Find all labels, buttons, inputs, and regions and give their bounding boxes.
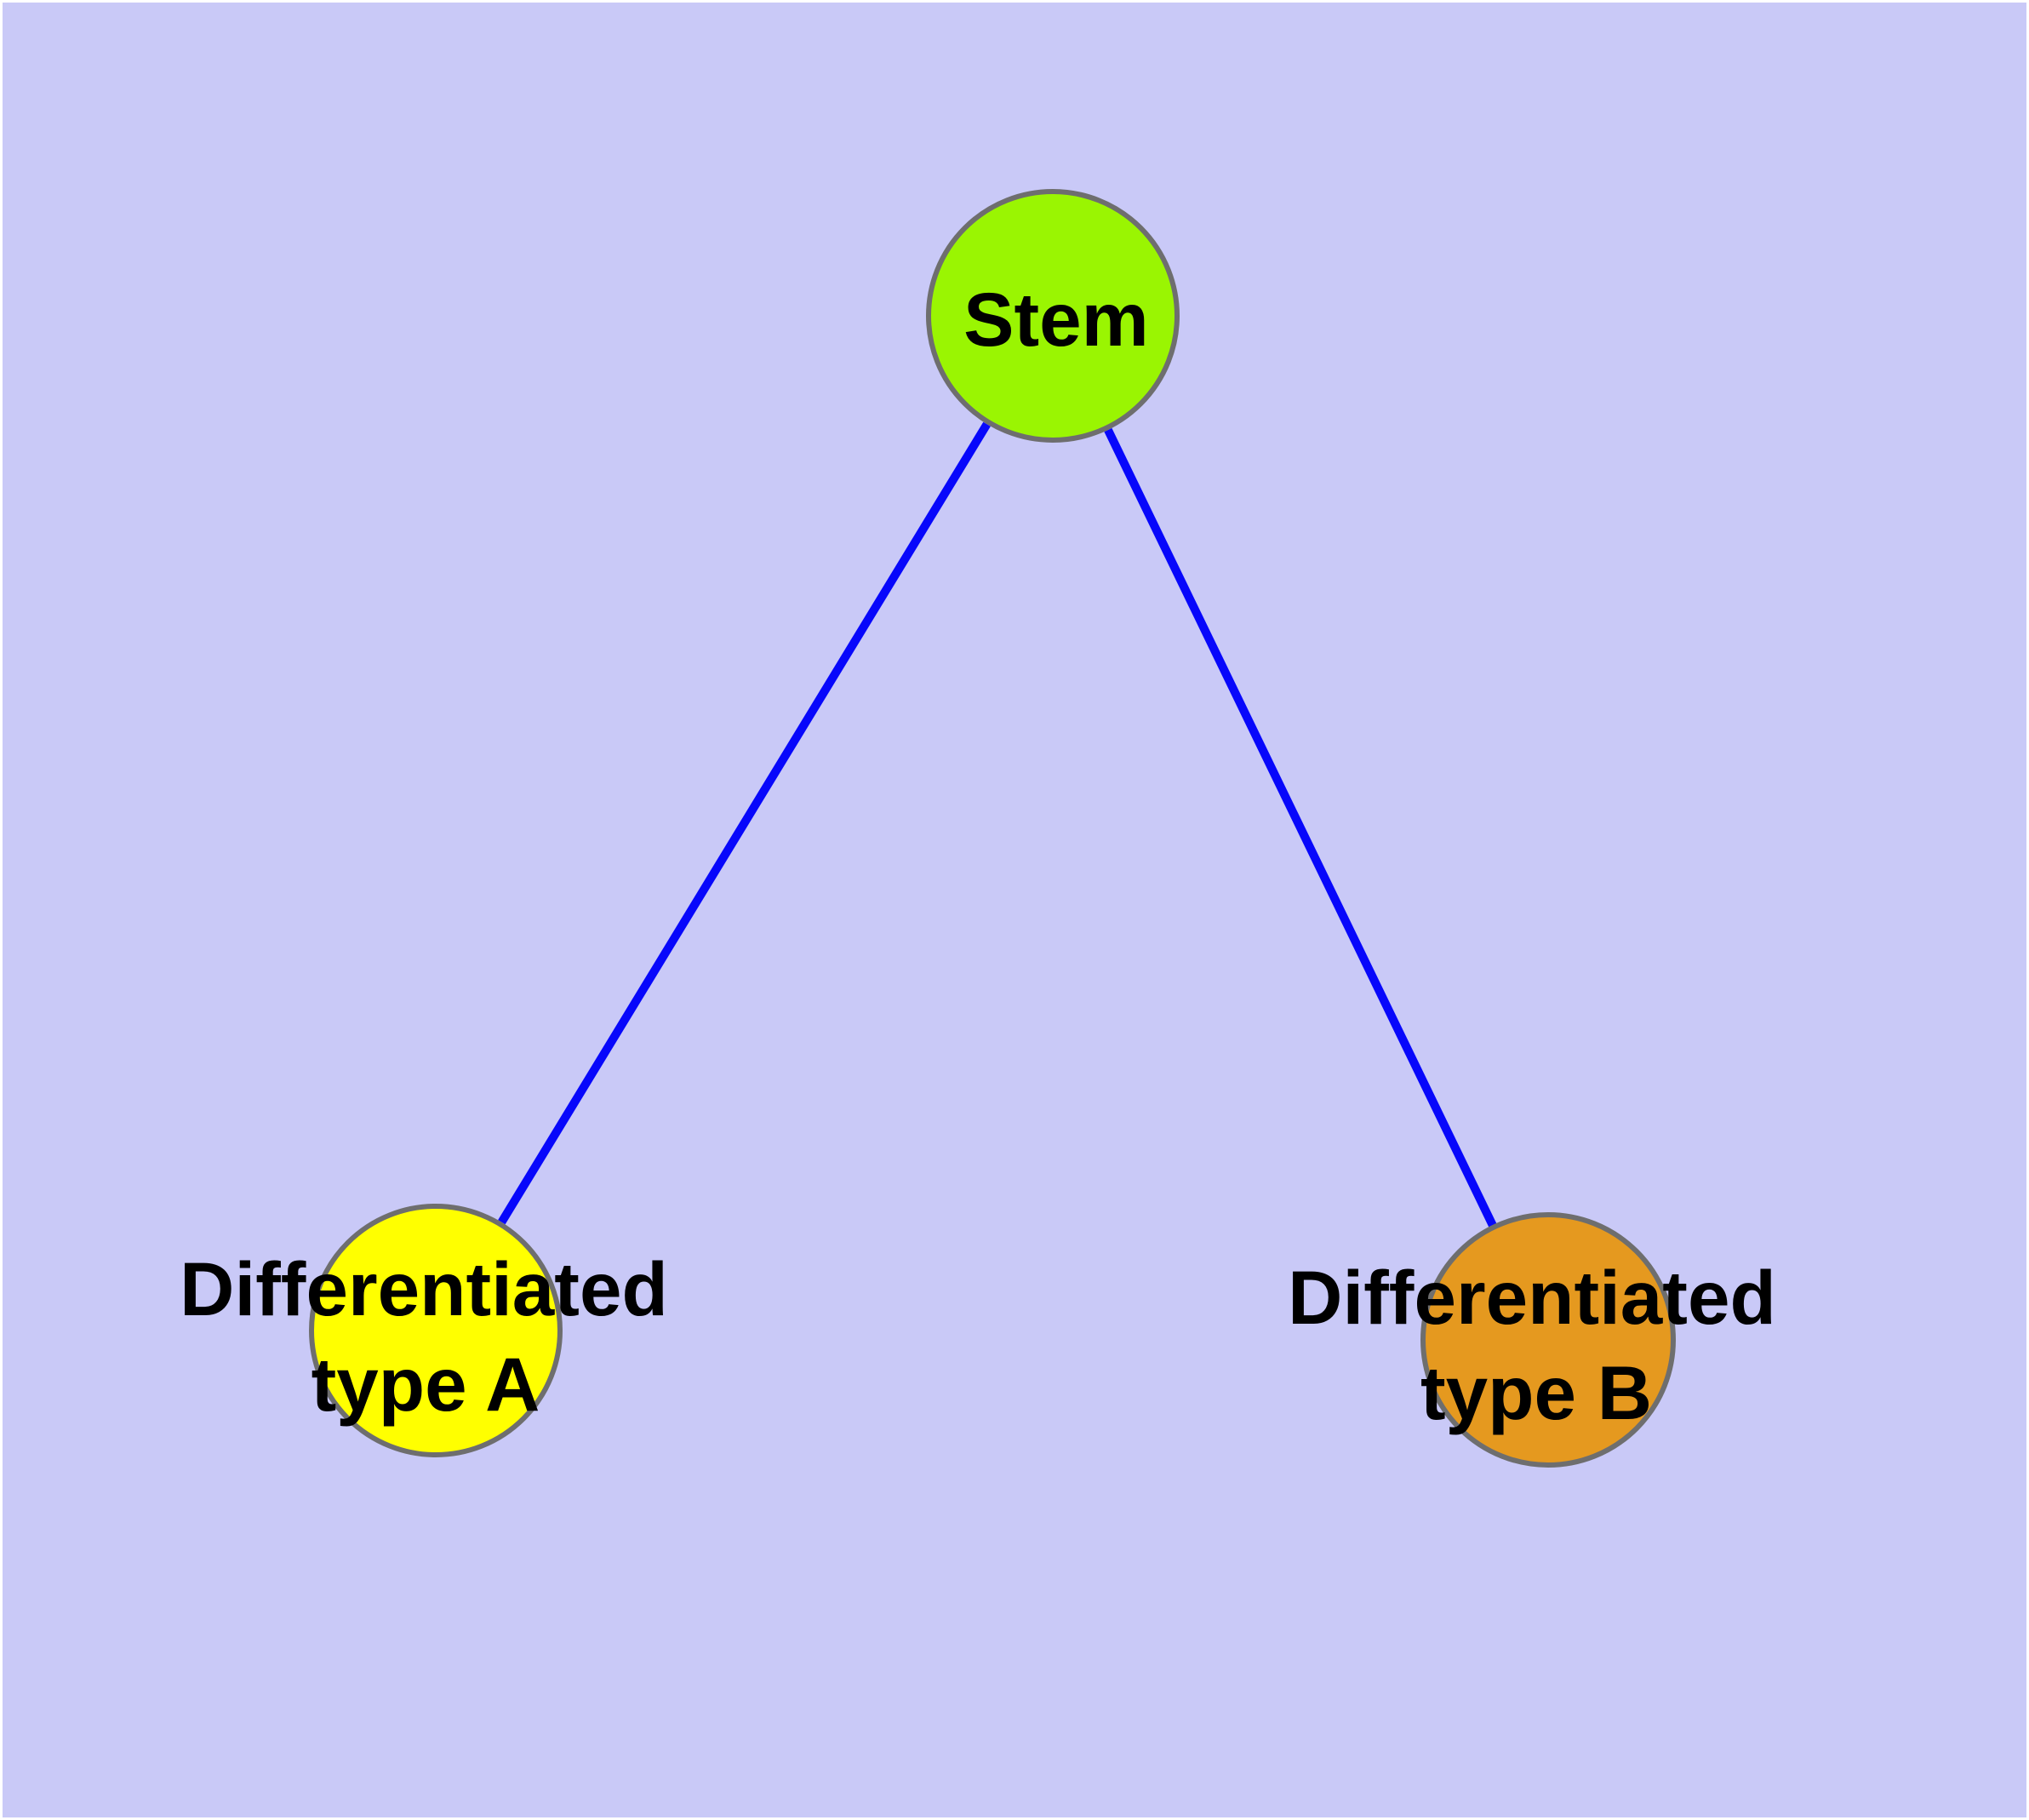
node-differentiated-type-a-label-line1: Differentiated bbox=[180, 1246, 668, 1331]
edge-stem-to-type-a bbox=[498, 421, 991, 1225]
node-differentiated-type-a-label-line2: type A bbox=[311, 1342, 540, 1427]
node-stem-circle bbox=[926, 189, 1180, 443]
node-differentiated-type-b-label-line2: type B bbox=[1420, 1350, 1652, 1435]
node-differentiated-type-b-circle bbox=[1420, 1212, 1676, 1468]
edge-stem-to-type-b bbox=[1104, 427, 1497, 1228]
node-differentiated-type-a-circle bbox=[309, 1204, 563, 1457]
node-stem-label: Stem bbox=[963, 277, 1149, 362]
node-differentiated-type-b-label-line1: Differentiated bbox=[1288, 1255, 1776, 1340]
